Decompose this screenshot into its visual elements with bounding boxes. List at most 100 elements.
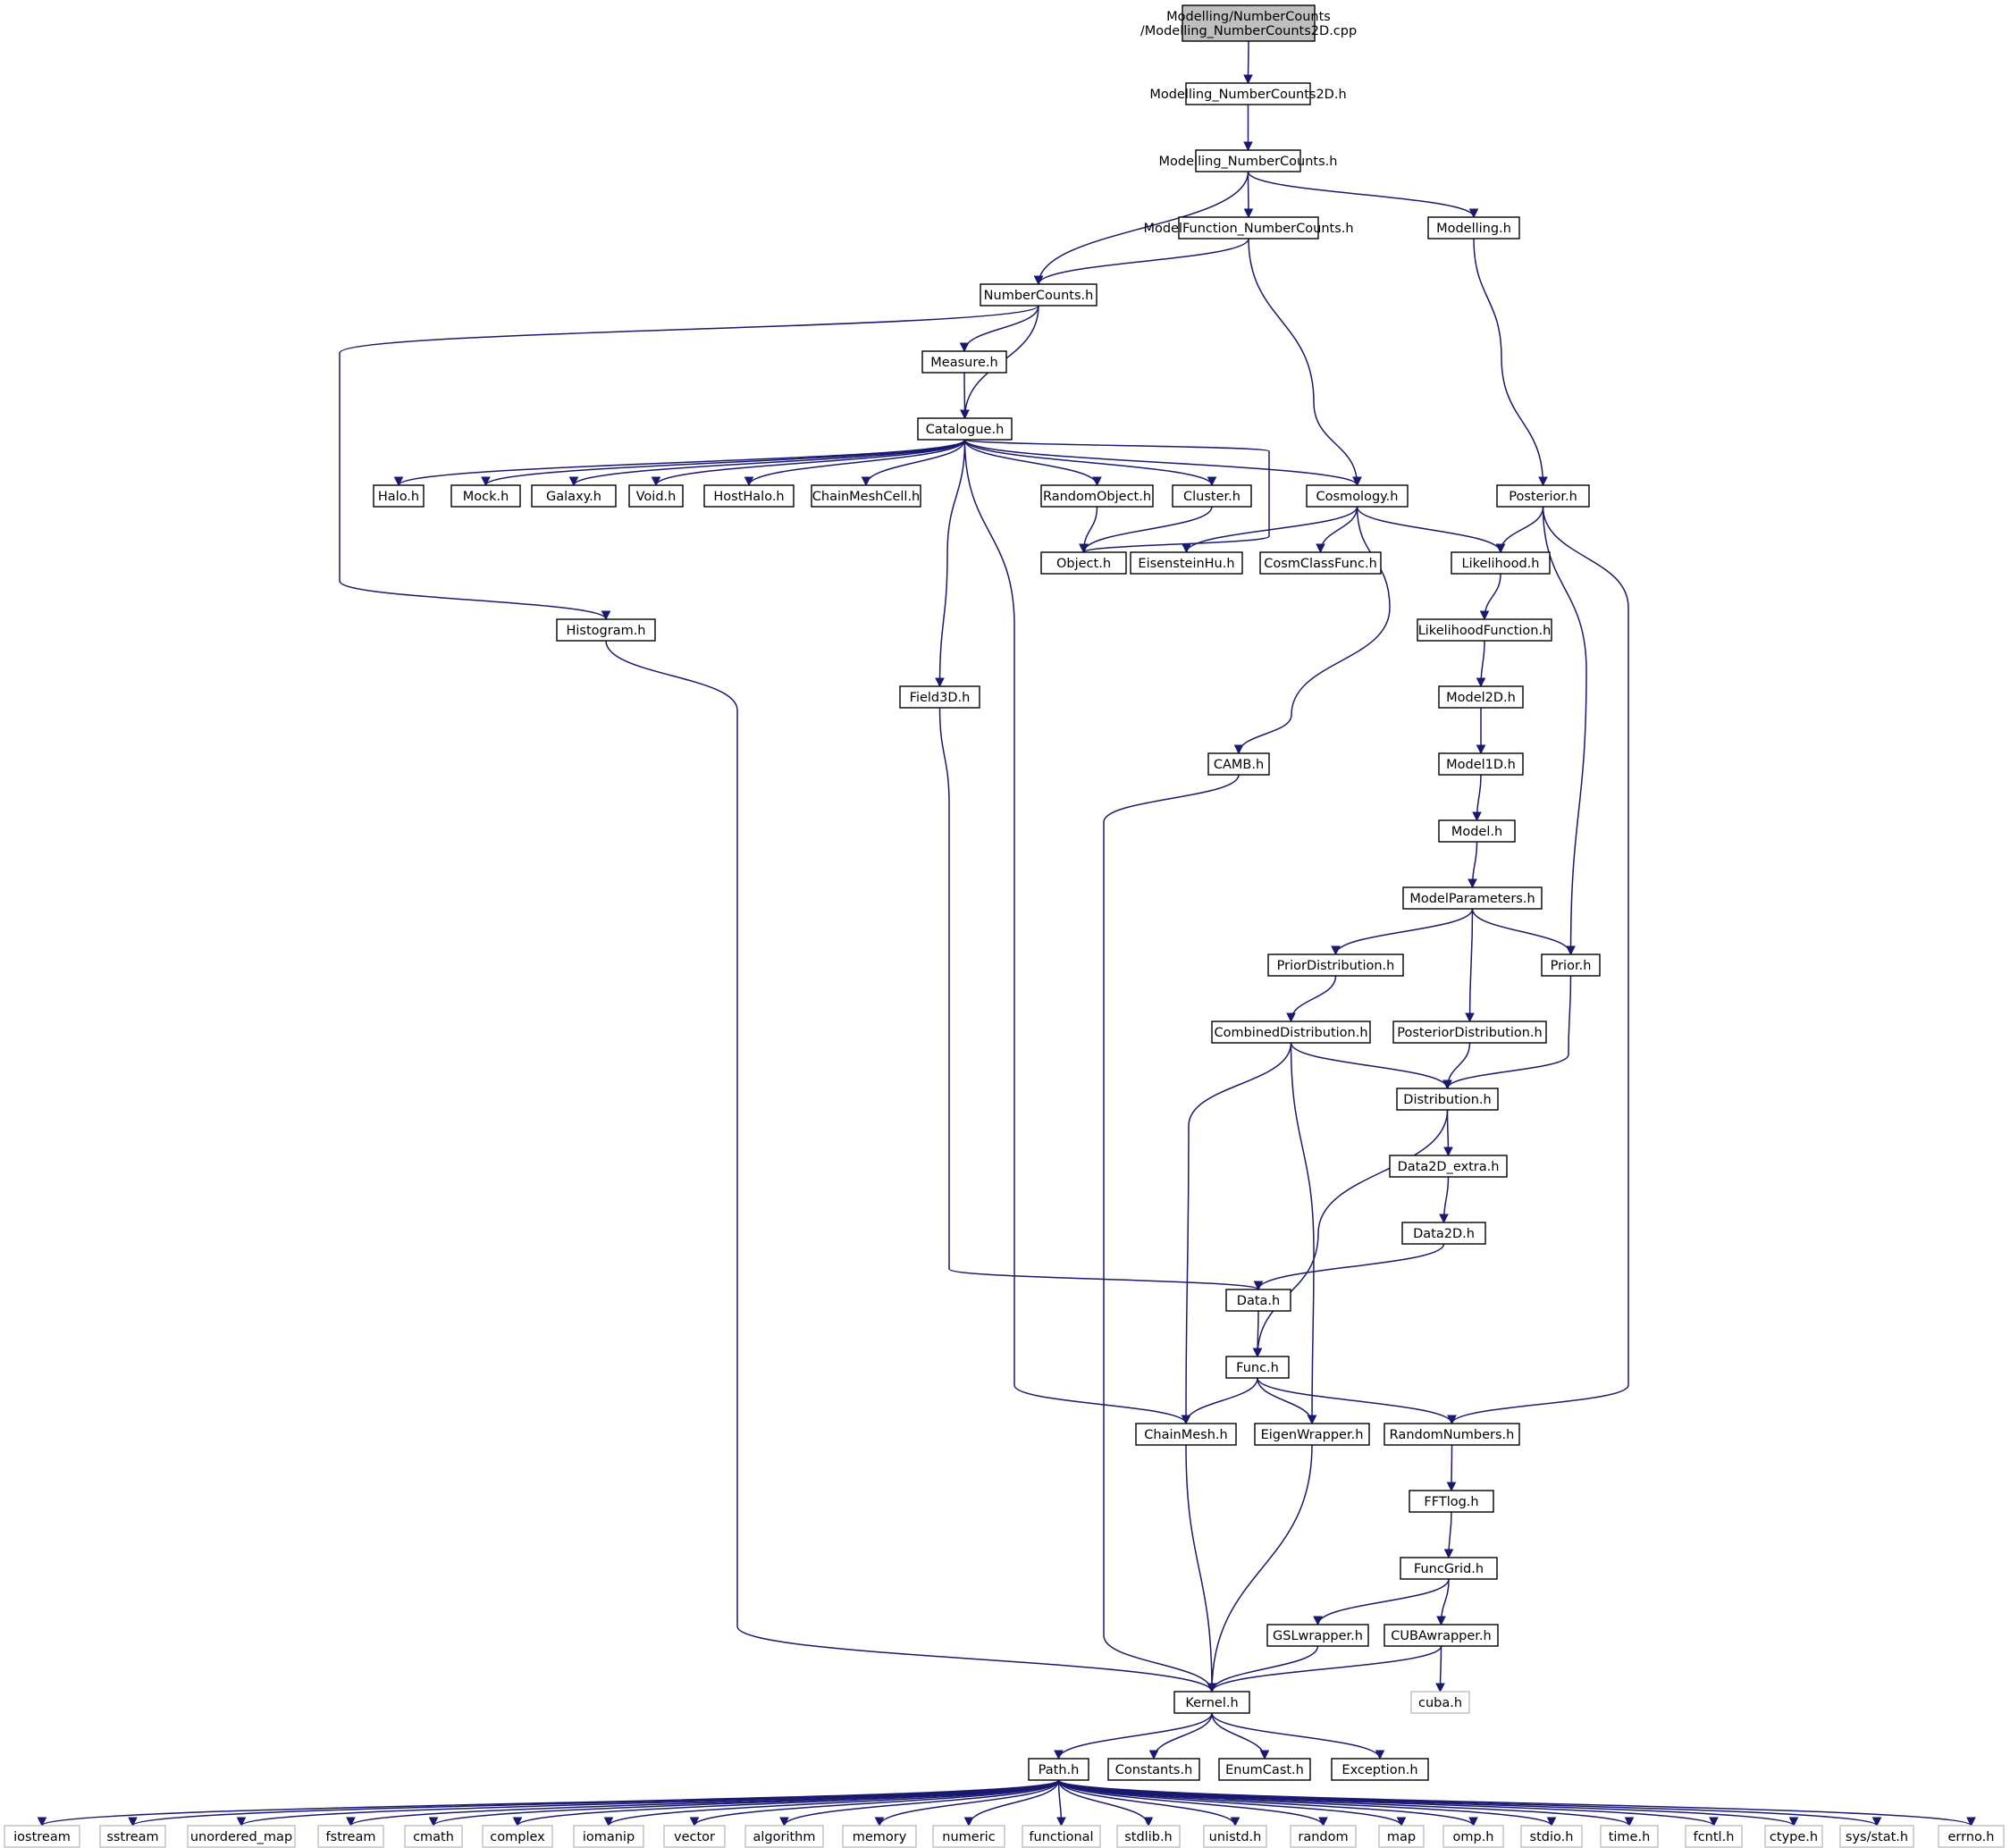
edge-path-to-iomanip [608, 1779, 1060, 1827]
node-fftlog[interactable]: FFTlog.h [1409, 1490, 1494, 1513]
node-exception[interactable]: Exception.h [1331, 1758, 1429, 1781]
node-time[interactable]: time.h [1600, 1825, 1659, 1848]
node-func[interactable]: Func.h [1225, 1356, 1290, 1379]
arrowhead-kernel-to-constants [1148, 1750, 1159, 1760]
node-data[interactable]: Data.h [1225, 1289, 1291, 1312]
node-priordistribution[interactable]: PriorDistribution.h [1267, 953, 1404, 977]
node-box-time [1600, 1825, 1659, 1848]
node-label-cubawrapper: CUBAwrapper.h [1391, 1629, 1491, 1643]
node-functional[interactable]: functional [1022, 1825, 1101, 1848]
node-likelihood[interactable]: Likelihood.h [1451, 551, 1551, 575]
node-enumcast[interactable]: EnumCast.h [1218, 1758, 1311, 1781]
node-memory[interactable]: memory [842, 1825, 917, 1848]
node-root[interactable]: Modelling/NumberCounts/Modelling_NumberC… [1140, 4, 1357, 42]
node-histogram[interactable]: Histogram.h [556, 618, 656, 642]
node-posteriordistribution[interactable]: PosteriorDistribution.h [1392, 1021, 1547, 1044]
node-cubawrapper[interactable]: CUBAwrapper.h [1383, 1624, 1499, 1647]
edge-func-to-randomnumbers [1257, 1377, 1453, 1424]
node-galaxy[interactable]: Galaxy.h [531, 484, 617, 508]
node-omp[interactable]: omp.h [1442, 1825, 1504, 1848]
edge-prior-to-distribution [1446, 975, 1572, 1089]
node-measure[interactable]: Measure.h [921, 350, 1007, 374]
node-data2dextra[interactable]: Data2D_extra.h [1389, 1155, 1508, 1178]
node-randomobject[interactable]: RandomObject.h [1040, 484, 1154, 508]
node-label-exception: Exception.h [1341, 1763, 1417, 1777]
node-cosmclassfunc[interactable]: CosmClassFunc.h [1259, 551, 1382, 575]
node-cosmology[interactable]: Cosmology.h [1306, 484, 1409, 508]
node-errno[interactable]: errno.h [1938, 1825, 2005, 1848]
node-mnc[interactable]: Modelling_NumberCounts.h [1159, 149, 1338, 172]
node-stdio[interactable]: stdio.h [1520, 1825, 1583, 1848]
node-gslwrapper[interactable]: GSLwrapper.h [1266, 1624, 1369, 1647]
node-void[interactable]: Void.h [628, 484, 684, 508]
node-model2d[interactable]: Model2D.h [1438, 685, 1524, 709]
node-hosthalo[interactable]: HostHalo.h [703, 484, 795, 508]
node-catalogue[interactable]: Catalogue.h [917, 417, 1013, 441]
node-label-eigenwrapper: EigenWrapper.h [1261, 1428, 1364, 1442]
node-prior[interactable]: Prior.h [1541, 953, 1601, 977]
node-camb[interactable]: CAMB.h [1207, 752, 1270, 776]
edge-histogram-to-kernel [605, 640, 1213, 1693]
node-numbercounts[interactable]: NumberCounts.h [980, 283, 1098, 307]
node-cuba[interactable]: cuba.h [1410, 1691, 1470, 1714]
node-object[interactable]: Object.h [1040, 551, 1127, 575]
node-sstream[interactable]: sstream [99, 1825, 166, 1848]
node-iomanip[interactable]: iomanip [573, 1825, 644, 1848]
node-mock[interactable]: Mock.h [450, 484, 521, 508]
node-label-catalogue: Catalogue.h [926, 423, 1005, 437]
node-cmath[interactable]: cmath [404, 1825, 463, 1848]
node-algorithm[interactable]: algorithm [744, 1825, 824, 1848]
node-box-path [1028, 1758, 1089, 1781]
edge-path-to-map [1057, 1779, 1402, 1827]
node-chainmesh[interactable]: ChainMesh.h [1135, 1423, 1237, 1446]
node-fstream[interactable]: fstream [317, 1825, 384, 1848]
node-sysstat[interactable]: sys/stat.h [1839, 1825, 1914, 1848]
node-label-data: Data.h [1237, 1294, 1280, 1308]
node-field3d[interactable]: Field3D.h [899, 685, 980, 709]
arrowhead-model-to-modelparameters [1468, 878, 1477, 889]
node-iostream[interactable]: iostream [4, 1825, 80, 1848]
node-chainmeshcell[interactable]: ChainMeshCell.h [811, 484, 921, 508]
node-mfnc[interactable]: ModelFunction_NumberCounts.h [1143, 216, 1354, 239]
edge-path-to-random [1057, 1779, 1325, 1827]
node-halo[interactable]: Halo.h [373, 484, 425, 508]
node-unistd[interactable]: unistd.h [1203, 1825, 1267, 1848]
arrowhead-path-to-stdio [1546, 1817, 1557, 1827]
edge-cluster-to-object [1082, 506, 1213, 553]
arrowhead-path-to-map [1396, 1817, 1407, 1827]
node-cluster[interactable]: Cluster.h [1172, 484, 1252, 508]
node-eigenwrapper[interactable]: EigenWrapper.h [1254, 1423, 1370, 1446]
arrowhead-model2d-to-model1d [1476, 744, 1486, 755]
node-posterior[interactable]: Posterior.h [1496, 484, 1590, 508]
node-mnc2d[interactable]: Modelling_NumberCounts2D.h [1149, 82, 1347, 105]
node-data2d[interactable]: Data2D.h [1401, 1222, 1486, 1245]
node-label-cluster: Cluster.h [1183, 490, 1240, 504]
edge-catalogue-to-hosthalo [748, 439, 966, 486]
node-eisensteinhu[interactable]: EisensteinHu.h [1130, 551, 1243, 575]
node-modelparameters[interactable]: ModelParameters.h [1402, 886, 1543, 910]
node-ctype[interactable]: ctype.h [1764, 1825, 1823, 1848]
node-model1d[interactable]: Model1D.h [1438, 752, 1524, 776]
edge-path-to-unordered_map [240, 1779, 1060, 1827]
node-combineddistribution[interactable]: CombinedDistribution.h [1211, 1021, 1371, 1044]
node-constants[interactable]: Constants.h [1107, 1758, 1200, 1781]
node-random[interactable]: random [1290, 1825, 1357, 1848]
node-funcgrid[interactable]: FuncGrid.h [1400, 1557, 1498, 1580]
arrowhead-catalogue-to-randomobject [1092, 476, 1102, 487]
node-model[interactable]: Model.h [1438, 819, 1516, 843]
node-distribution[interactable]: Distribution.h [1396, 1088, 1499, 1111]
node-modelling[interactable]: Modelling.h [1427, 216, 1520, 239]
node-unordered_map[interactable]: unordered_map [187, 1825, 296, 1848]
node-box-mnc2d [1185, 82, 1311, 105]
node-likelihoodfunction[interactable]: LikelihoodFunction.h [1417, 618, 1552, 642]
node-complex[interactable]: complex [482, 1825, 553, 1848]
node-fcntl[interactable]: fcntl.h [1685, 1825, 1743, 1848]
node-kernel[interactable]: Kernel.h [1173, 1691, 1250, 1714]
node-vector[interactable]: vector [663, 1825, 726, 1848]
node-numeric[interactable]: numeric [932, 1825, 1005, 1848]
node-stdlib[interactable]: stdlib.h [1116, 1825, 1181, 1848]
node-path[interactable]: Path.h [1028, 1758, 1089, 1781]
node-randomnumbers[interactable]: RandomNumbers.h [1383, 1423, 1520, 1446]
arrowhead-catalogue-to-cosmology [1352, 476, 1362, 487]
node-map[interactable]: map [1378, 1825, 1425, 1848]
